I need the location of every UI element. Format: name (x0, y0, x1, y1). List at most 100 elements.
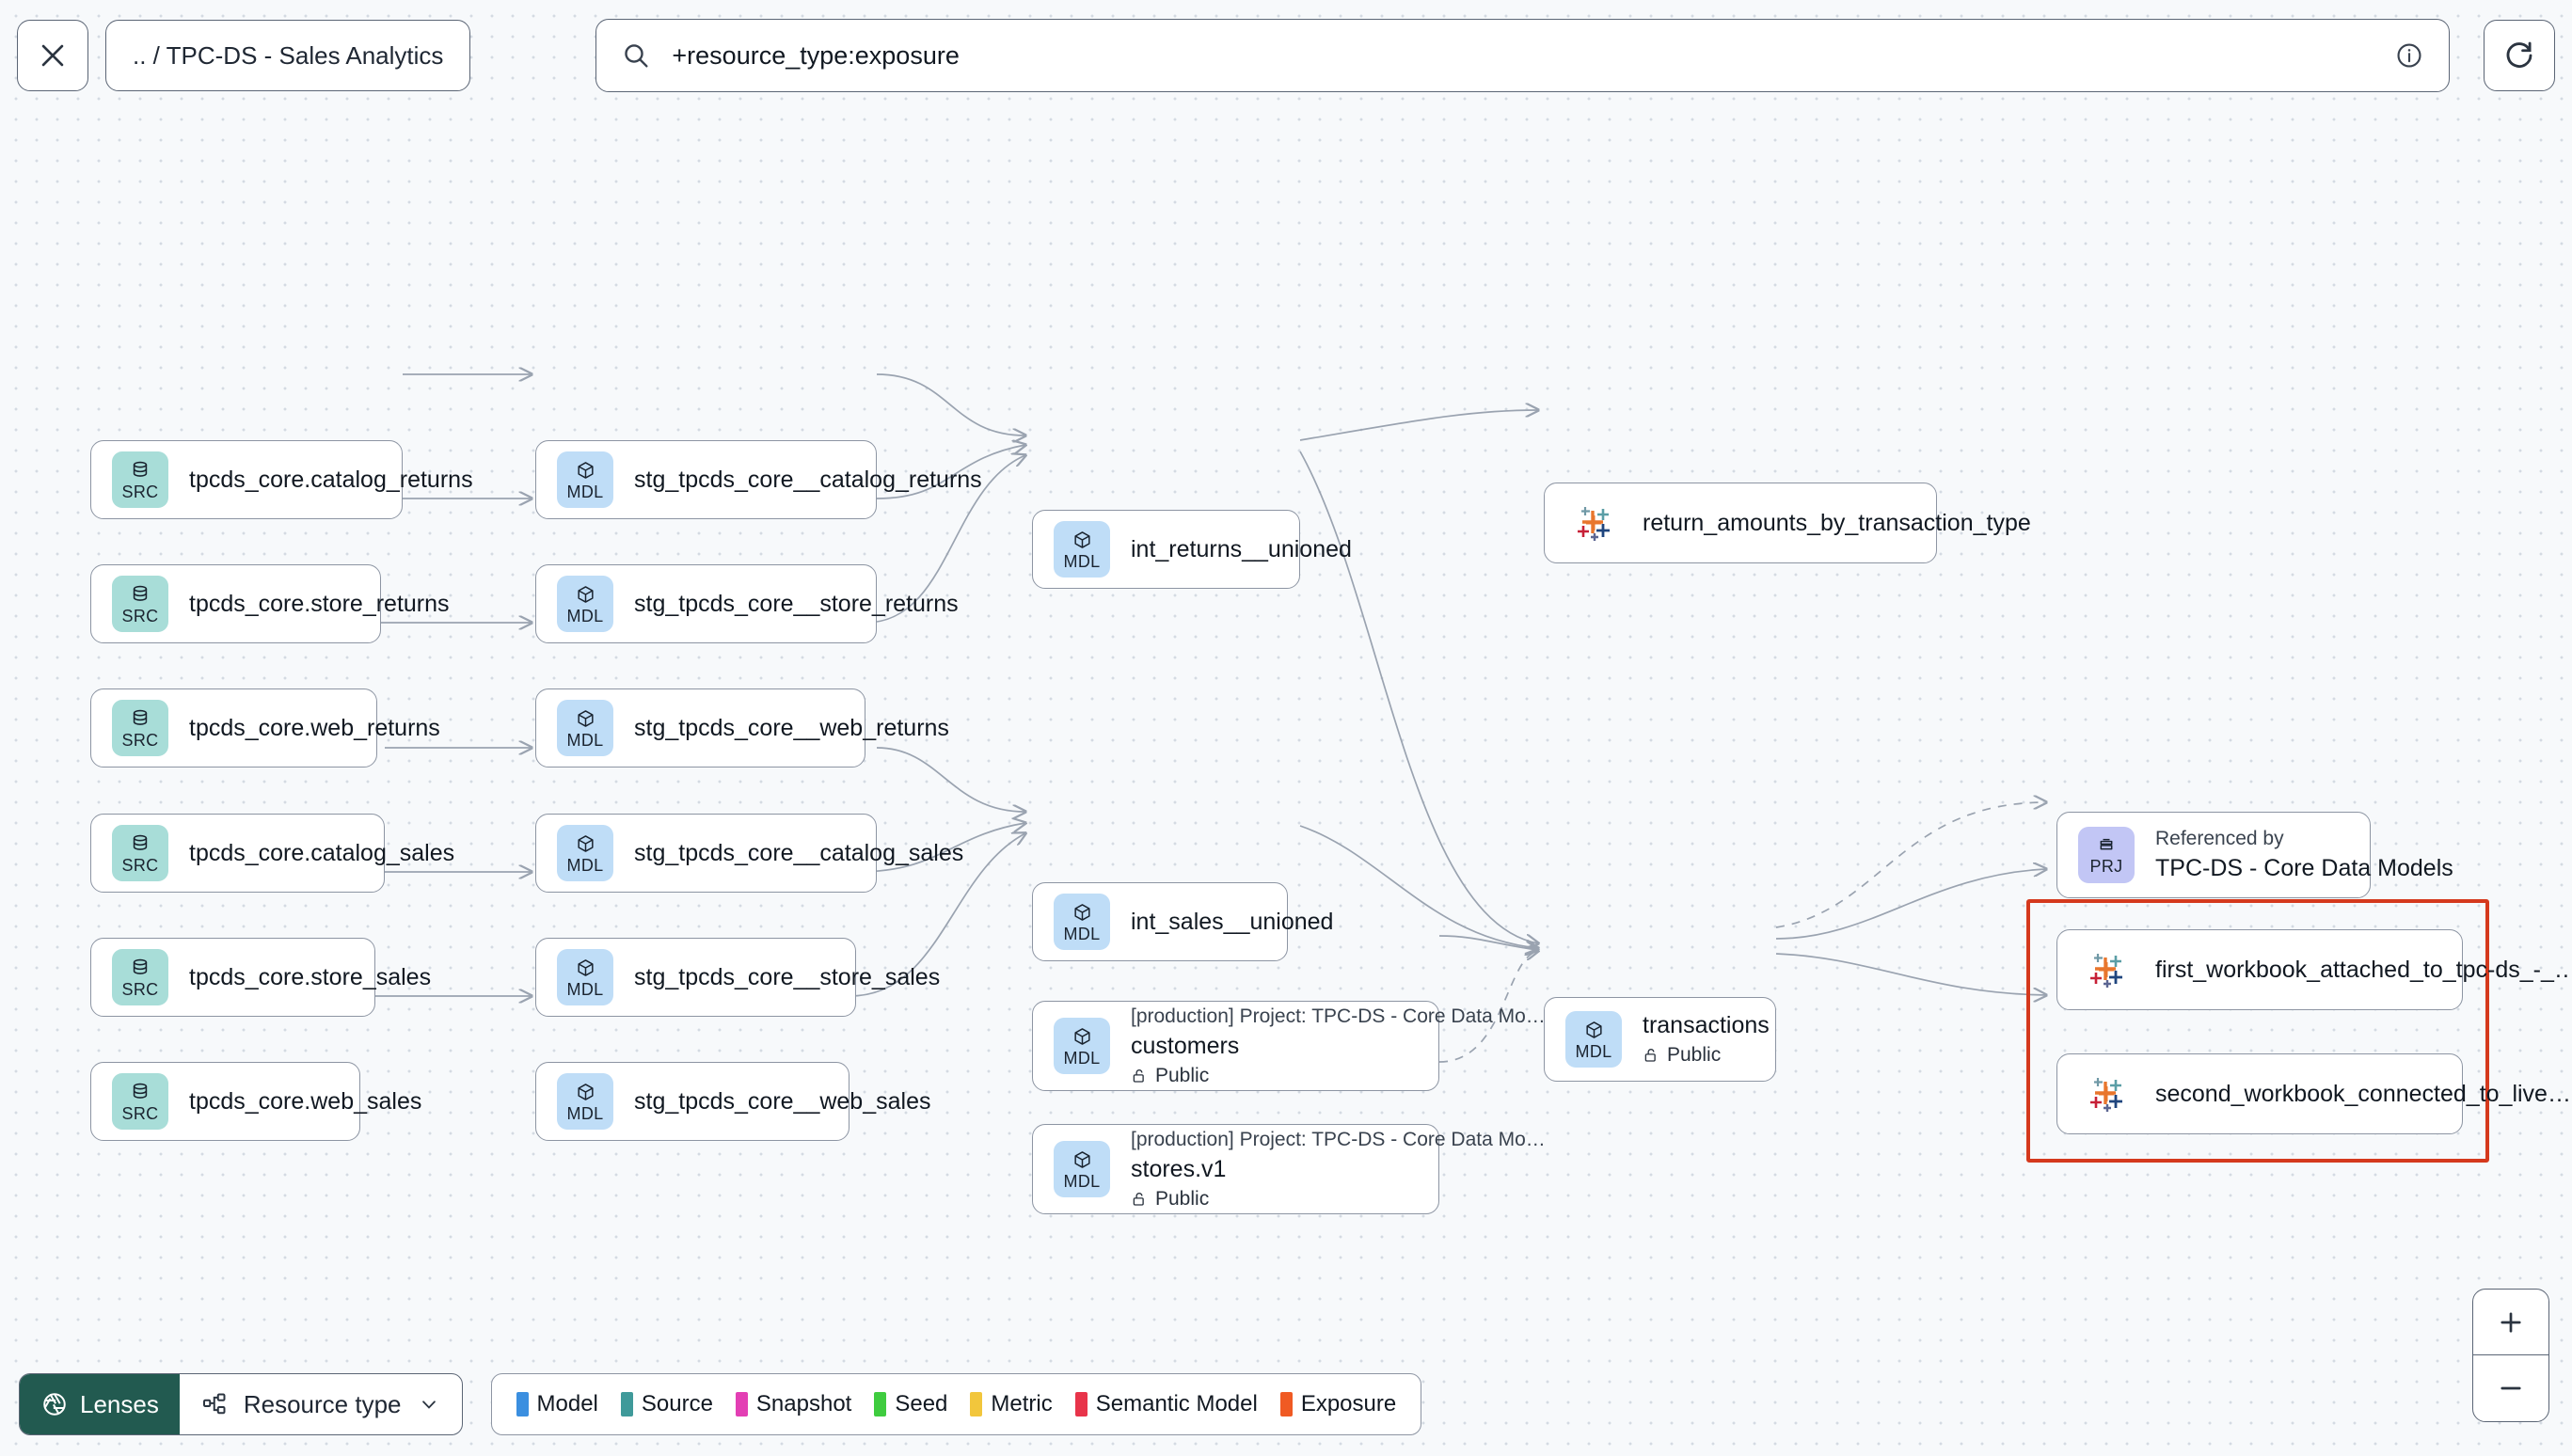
node-label: tpcds_core.web_returns (189, 714, 440, 741)
aperture-icon (43, 1393, 66, 1416)
resource-type-dropdown[interactable]: Resource type (180, 1374, 462, 1434)
source-badge: SRC (112, 825, 168, 881)
node-model-stg-web-sales[interactable]: MDL stg_tpcds_core__web_sales (535, 1062, 930, 1141)
legend-item-model[interactable]: Model (516, 1391, 598, 1417)
badge-label: MDL (566, 730, 604, 750)
refresh-button[interactable] (2484, 20, 2555, 91)
info-icon[interactable] (2394, 40, 2424, 71)
node-project-reference[interactable]: PRJ Referenced by TPC-DS - Core Data Mod… (2056, 812, 2453, 898)
badge-label: SRC (121, 979, 159, 999)
node-label: tpcds_core.store_sales (189, 963, 432, 990)
cube-icon (1073, 903, 1090, 921)
resource-type-legend: Model Source Snapshot Seed Metric Semant… (490, 1373, 1422, 1435)
node-model-customers[interactable]: MDL [production] Project: TPC-DS - Core … (1032, 1001, 1546, 1091)
node-label: transactions (1643, 1012, 1770, 1038)
badge-label: MDL (566, 606, 604, 625)
legend-item-semantic-model[interactable]: Semantic Model (1074, 1391, 1258, 1417)
close-button[interactable] (17, 20, 88, 91)
node-access: Public (1131, 1188, 1418, 1211)
badge-label: SRC (121, 855, 159, 875)
node-project-label: [production] Project: TPC-DS - Core Data… (1131, 1005, 1546, 1027)
legend-label: Seed (895, 1391, 948, 1416)
legend-item-seed[interactable]: Seed (874, 1391, 947, 1417)
node-label: tpcds_core.catalog_returns (189, 466, 473, 493)
model-badge: MDL (557, 1073, 613, 1130)
cube-icon (1073, 1150, 1090, 1168)
model-badge: MDL (557, 451, 613, 508)
model-badge: MDL (1054, 521, 1110, 578)
model-badge: MDL (557, 700, 613, 756)
model-badge: MDL (557, 825, 613, 881)
cube-icon (577, 958, 594, 976)
plus-icon (2501, 1311, 2521, 1333)
resource-type-label: Resource type (243, 1389, 402, 1418)
source-badge: SRC (112, 451, 168, 508)
node-source-web-returns[interactable]: SRC tpcds_core.web_returns (90, 688, 440, 768)
cube-icon (577, 1083, 594, 1100)
exposure-highlight-box (2026, 899, 2489, 1163)
legend-swatch (1279, 1392, 1293, 1416)
node-model-stg-catalog-returns[interactable]: MDL stg_tpcds_core__catalog_returns (535, 440, 982, 519)
badge-label: MDL (566, 482, 604, 501)
node-model-stores-v1[interactable]: MDL [production] Project: TPC-DS - Core … (1032, 1124, 1546, 1214)
node-source-store-sales[interactable]: SRC tpcds_core.store_sales (90, 938, 432, 1017)
node-model-int-returns-unioned[interactable]: MDL int_returns__unioned (1032, 510, 1352, 589)
cube-icon (577, 461, 594, 479)
legend-item-exposure[interactable]: Exposure (1279, 1391, 1396, 1417)
hierarchy-icon (202, 1393, 226, 1415)
legend-label: Snapshot (755, 1391, 852, 1416)
lenses-button[interactable]: Lenses (20, 1374, 180, 1434)
graph-canvas[interactable]: SRC tpcds_core.catalog_returns SRC tpcds… (0, 111, 2572, 1456)
node-label: stg_tpcds_core__catalog_returns (634, 466, 982, 493)
cube-icon (577, 709, 594, 727)
node-label: tpcds_core.web_sales (189, 1087, 422, 1115)
model-badge: MDL (557, 949, 613, 1005)
node-project-label: [production] Project: TPC-DS - Core Data… (1131, 1128, 1546, 1150)
node-exposure-second-workbook[interactable]: second_workbook_connected_to_live… (2056, 1053, 2571, 1134)
lock-open-icon (1133, 1192, 1144, 1206)
node-model-stg-store-sales[interactable]: MDL stg_tpcds_core__store_sales (535, 938, 941, 1017)
node-label: int_sales__unioned (1131, 908, 1334, 935)
legend-swatch (970, 1392, 983, 1416)
node-source-web-sales[interactable]: SRC tpcds_core.web_sales (90, 1062, 422, 1141)
badge-label: MDL (566, 1103, 604, 1123)
node-exposure-return-amounts[interactable]: return_amounts_by_transaction_type (1544, 483, 2031, 563)
node-label: int_returns__unioned (1131, 535, 1352, 562)
zoom-in-button[interactable] (2473, 1290, 2548, 1355)
node-label: tpcds_core.catalog_sales (189, 839, 455, 866)
tableau-icon (1565, 495, 1622, 551)
node-model-int-sales-unioned[interactable]: MDL int_sales__unioned (1032, 882, 1334, 961)
legend-swatch (620, 1392, 633, 1416)
node-label: stg_tpcds_core__store_returns (634, 590, 959, 617)
node-exposure-first-workbook[interactable]: first_workbook_attached_to_tpc-ds_-_… (2056, 929, 2572, 1010)
node-model-stg-store-returns[interactable]: MDL stg_tpcds_core__store_returns (535, 564, 959, 643)
search-bar[interactable] (595, 19, 2450, 92)
breadcrumb[interactable]: .. / TPC-DS - Sales Analytics (105, 20, 471, 91)
node-label: return_amounts_by_transaction_type (1643, 509, 2031, 536)
badge-label: MDL (1063, 551, 1101, 571)
legend-item-snapshot[interactable]: Snapshot (735, 1391, 852, 1417)
node-model-transactions[interactable]: MDL transactions Public (1544, 997, 1776, 1082)
badge-label: SRC (121, 1103, 159, 1123)
source-badge: SRC (112, 576, 168, 632)
model-badge: MDL (1054, 1141, 1110, 1197)
node-source-store-returns[interactable]: SRC tpcds_core.store_returns (90, 564, 450, 643)
legend-item-metric[interactable]: Metric (970, 1391, 1053, 1417)
node-model-stg-catalog-sales[interactable]: MDL stg_tpcds_core__catalog_sales (535, 814, 963, 893)
badge-label: SRC (121, 730, 159, 750)
zoom-out-button[interactable] (2473, 1355, 2548, 1421)
node-model-stg-web-returns[interactable]: MDL stg_tpcds_core__web_returns (535, 688, 949, 768)
cube-icon (577, 585, 594, 603)
close-icon (41, 44, 64, 67)
node-label: stg_tpcds_core__web_returns (634, 714, 949, 741)
stack-icon (2100, 838, 2113, 850)
tableau-icon (2078, 1066, 2135, 1122)
legend-item-source[interactable]: Source (620, 1391, 713, 1417)
legend-label: Model (536, 1391, 598, 1416)
search-input[interactable] (672, 40, 2374, 71)
lenses-label: Lenses (80, 1389, 159, 1418)
node-label: stg_tpcds_core__store_sales (634, 963, 941, 990)
node-source-catalog-returns[interactable]: SRC tpcds_core.catalog_returns (90, 440, 473, 519)
node-source-catalog-sales[interactable]: SRC tpcds_core.catalog_sales (90, 814, 455, 893)
legend-swatch (516, 1392, 529, 1416)
